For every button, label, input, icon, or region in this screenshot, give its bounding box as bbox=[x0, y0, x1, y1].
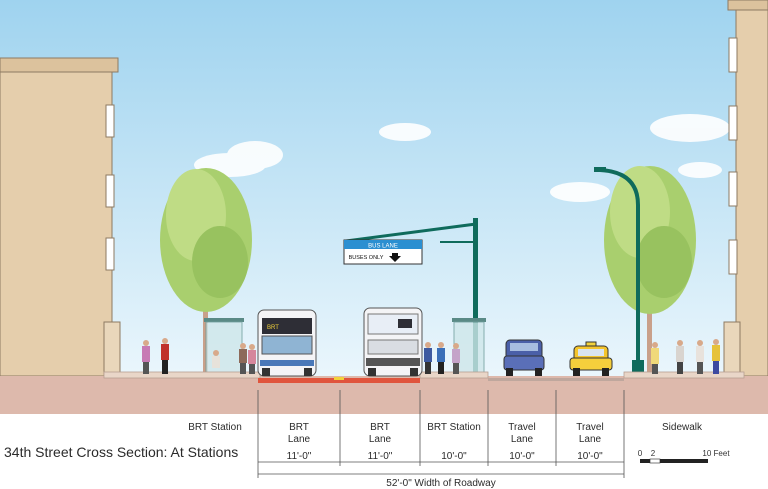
sign-top-text: BUS LANE bbox=[368, 244, 398, 250]
left-shelter bbox=[204, 318, 244, 375]
sign-gantry bbox=[345, 218, 478, 376]
zone-label-station-left: BRT Station bbox=[188, 422, 242, 433]
zone-label-travel-1b: Lane bbox=[511, 434, 534, 445]
label-panel bbox=[0, 414, 768, 489]
zone-label-brt-2a: BRT bbox=[370, 422, 390, 433]
bus-lanes-red bbox=[258, 378, 420, 383]
pedestrians bbox=[142, 338, 720, 374]
clouds bbox=[194, 114, 730, 202]
sign-bottom-text: BUSES ONLY bbox=[349, 255, 384, 261]
dimension-lines bbox=[258, 461, 624, 475]
zone-label-travel-1a: Travel bbox=[508, 422, 535, 433]
bus-lane-sign: BUS LANE BUSES ONLY bbox=[343, 239, 423, 265]
scale-end: 10 Feet bbox=[702, 449, 730, 458]
right-shelter bbox=[452, 318, 486, 375]
bus-headsign-text: BRT bbox=[267, 325, 279, 331]
zone-label-sidewalk: Sidewalk bbox=[662, 422, 703, 433]
lane-marking bbox=[334, 377, 344, 380]
zone-label-brt-1a: BRT bbox=[289, 422, 309, 433]
diagram-title: 34th Street Cross Section: At Stations bbox=[4, 444, 238, 460]
zone-label-station-mid: BRT Station bbox=[427, 422, 481, 433]
down-arrow-icon bbox=[389, 253, 401, 262]
zone-dim-brt-1: 11'-0" bbox=[287, 451, 312, 462]
zone-label-brt-1b: Lane bbox=[288, 434, 311, 445]
scale-bar: 0 2 10 Feet bbox=[638, 449, 730, 464]
zone-dim-station-mid: 10'-0" bbox=[441, 451, 467, 462]
bus-front: BRT bbox=[257, 309, 317, 377]
zone-dim-travel-1: 10'-0" bbox=[509, 451, 535, 462]
zone-label-travel-2b: Lane bbox=[579, 434, 602, 445]
scale-start: 0 bbox=[638, 449, 643, 458]
taxi bbox=[569, 341, 613, 376]
bus-rear bbox=[363, 307, 423, 377]
scale-mid: 2 bbox=[651, 449, 656, 458]
right-sidewalk-curb bbox=[623, 371, 745, 379]
travel-lanes bbox=[488, 378, 624, 381]
zone-label-travel-2a: Travel bbox=[576, 422, 603, 433]
blue-car bbox=[503, 339, 545, 376]
total-width-label: 52'-0" Width of Roadway bbox=[386, 478, 495, 489]
zone-dividers bbox=[257, 390, 625, 478]
zone-dim-brt-2: 11'-0" bbox=[368, 451, 393, 462]
left-tree bbox=[160, 168, 252, 376]
zone-dim-travel-2: 10'-0" bbox=[577, 451, 603, 462]
left-building bbox=[0, 57, 121, 377]
zone-label-brt-2b: Lane bbox=[369, 434, 392, 445]
left-sidewalk-curb bbox=[103, 371, 261, 379]
